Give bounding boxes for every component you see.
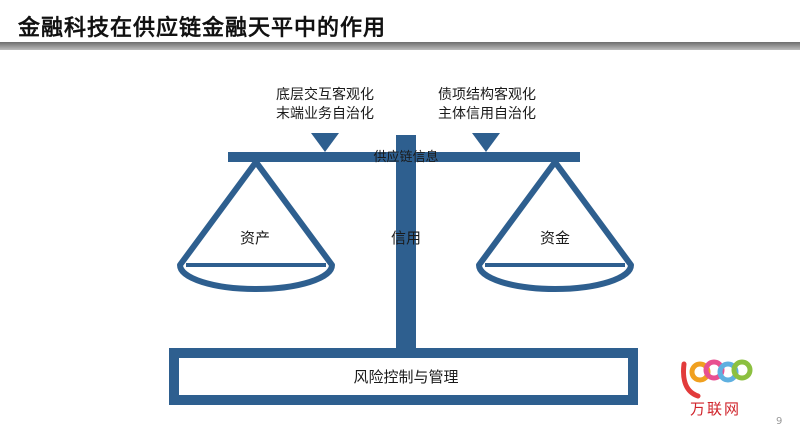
right-pan <box>476 159 634 292</box>
left-pan <box>177 159 335 292</box>
right-top-label-line1: 债项结构客观化 <box>438 86 536 103</box>
scale-base <box>169 348 638 405</box>
right-pan-label: 资金 <box>540 229 570 247</box>
left-top-label-line1: 底层交互客观化 <box>276 86 374 103</box>
scale-beam <box>228 152 580 162</box>
page-title: 金融科技在供应链金融天平中的作用 <box>18 16 387 41</box>
center-post <box>396 135 416 349</box>
right-pointer-triangle <box>472 133 500 152</box>
title-divider <box>0 42 800 50</box>
beam-label: 供应链信息 <box>373 149 438 165</box>
right-top-label-line2: 主体信用自治化 <box>438 106 536 122</box>
center-label: 信用 <box>391 229 421 247</box>
left-pan-label: 资产 <box>240 229 270 247</box>
left-pointer-triangle <box>311 133 339 152</box>
base-label: 风险控制与管理 <box>353 368 458 386</box>
wanlianwang-logo-icon <box>681 359 753 399</box>
left-top-label-line2: 末端业务自治化 <box>276 106 374 122</box>
page-number: 9 <box>776 416 783 427</box>
logo-text: 万联网 <box>690 400 742 418</box>
